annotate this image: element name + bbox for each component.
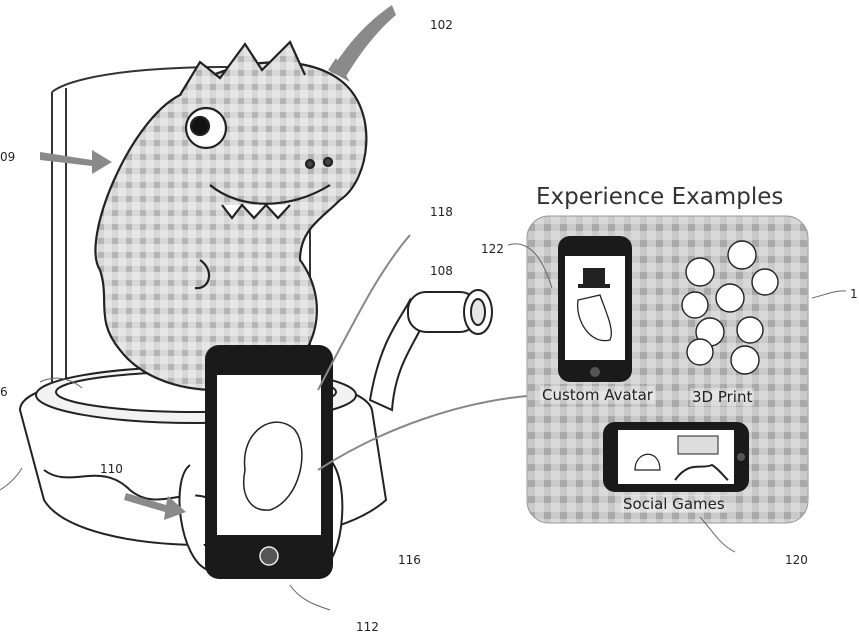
panel-title: Experience Examples bbox=[536, 184, 784, 210]
ref-112: 112 bbox=[356, 620, 379, 634]
ref-118: 118 bbox=[430, 205, 453, 219]
ref-120: 120 bbox=[785, 553, 808, 567]
ref-122: 122 bbox=[481, 242, 504, 256]
ref-110: 110 bbox=[100, 462, 123, 476]
dino-figurines-icon bbox=[681, 240, 779, 375]
dinosaur-figure bbox=[94, 40, 368, 392]
ref-1: 1 bbox=[850, 287, 858, 301]
ref-116: 116 bbox=[398, 553, 421, 567]
ref-09: 09 bbox=[0, 150, 16, 164]
ref-102: 102 bbox=[430, 18, 453, 32]
phone-device bbox=[178, 345, 344, 579]
crank-handle bbox=[368, 289, 493, 412]
phone-avatar-icon bbox=[558, 236, 632, 382]
caption-social-games: Social Games bbox=[621, 495, 727, 513]
ref-6: 6 bbox=[0, 385, 8, 399]
leader-ticks bbox=[0, 243, 847, 611]
caption-custom-avatar: Custom Avatar bbox=[540, 386, 655, 404]
reference-arrows bbox=[40, 5, 396, 520]
phone-game-icon bbox=[603, 422, 749, 492]
leader-lines bbox=[317, 234, 541, 471]
ref-108: 108 bbox=[430, 264, 453, 278]
caption-3d-print: 3D Print bbox=[690, 388, 755, 406]
